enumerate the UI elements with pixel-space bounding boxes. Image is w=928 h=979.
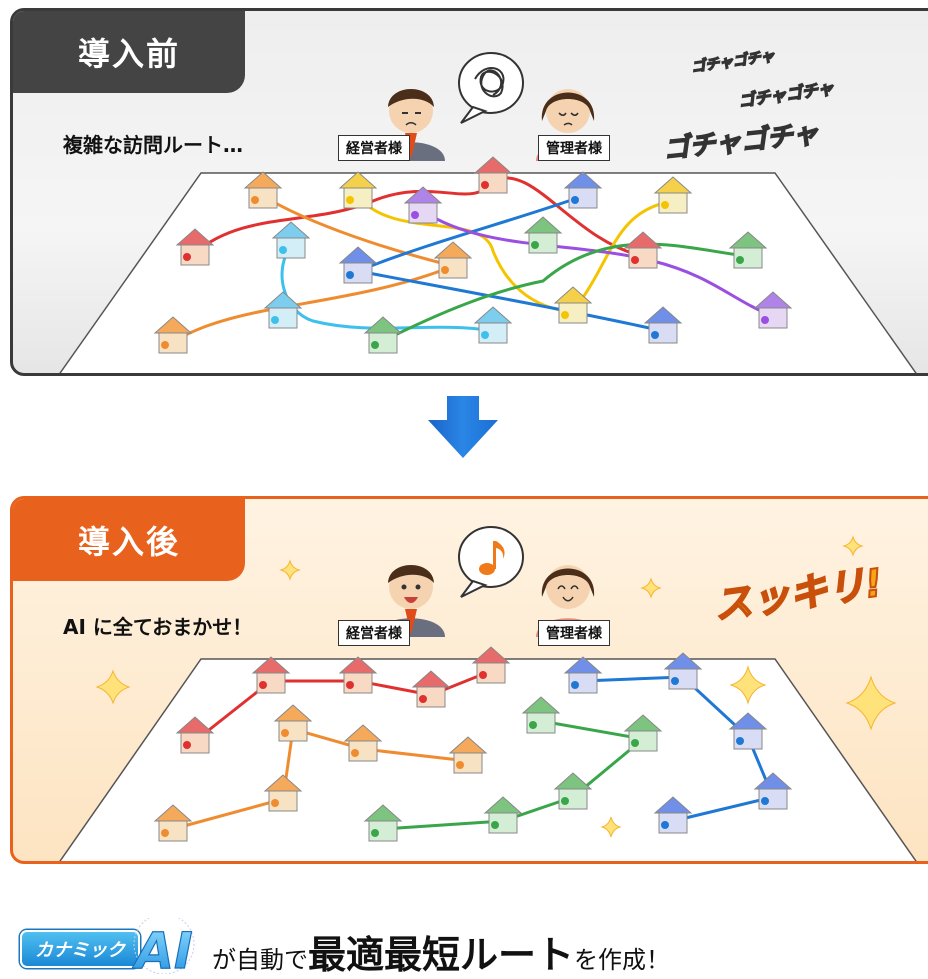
after-panel: 導入後 AI に全ておまかせ！ 経営者様 管理者様 スッキリ! [10,496,928,864]
house-icon [483,796,523,834]
house-icon [433,241,473,279]
sparkle-icon [842,535,864,557]
house-icon [243,171,283,209]
brand-ai-text: AI [131,922,192,974]
sparkle-icon [279,559,301,581]
house-icon [175,228,215,266]
after-tab: 導入後 [13,499,245,581]
house-icon [153,804,193,842]
house-icon [553,772,593,810]
sparkle-icons [95,535,897,838]
after-map [59,526,917,861]
admin-label: 管理者様 [538,135,610,161]
before-caption: 複雑な訪問ルート… [63,133,243,157]
house-icon [623,714,663,752]
house-icon [175,716,215,754]
tagline-pre: が自動で [212,946,308,974]
house-icon [653,796,693,834]
house-icon [653,176,693,214]
house-icon [563,171,603,209]
house-icon [363,316,403,354]
before-route-sky [280,244,495,333]
house-icon [643,306,683,344]
house-icon [563,656,603,694]
house-icon [338,246,378,284]
sparkle-icon [600,816,622,838]
after-houses [153,646,793,842]
speech-bubble [458,52,524,124]
house-icon [753,772,793,810]
house-icon [251,656,291,694]
admin-label: 管理者様 [538,620,610,646]
house-icon [553,286,593,324]
house-icon [263,774,303,812]
before-map [59,52,917,373]
sparkle-icon [640,577,662,599]
music-note-icon [479,541,505,575]
house-icon [623,231,663,269]
house-icon [523,216,563,254]
house-icon [448,736,488,774]
house-icon [363,804,403,842]
down-arrow-icon [428,396,498,458]
scribble-icon [474,67,505,98]
after-caption: AI に全ておまかせ！ [63,615,253,639]
tagline-highlight: 最適最短ルート [308,933,575,977]
tagline-post: を作成！ [574,946,671,974]
before-houses [153,156,793,354]
house-icon [473,156,513,194]
speech-bubble [458,526,524,598]
house-icon [273,704,313,742]
brand-badge: カナミック [20,930,140,968]
before-route-yellow [356,194,675,313]
before-tab: 導入前 [13,11,245,93]
before-route-red [193,176,645,258]
house-icon [338,171,378,209]
before-route-orange [171,194,458,343]
house-icon [338,656,378,694]
house-icon [473,306,513,344]
tagline: カナミック AI が自動で最適最短ルートを作成！ [12,918,928,977]
manager-label: 経営者様 [338,620,410,646]
tagline-text: が自動で最適最短ルートを作成！ [212,924,670,979]
house-icon [271,221,311,259]
house-icon [728,712,768,750]
sparkle-icon [845,675,897,731]
before-panel: 導入前 複雑な訪問ルート… 経営者様 管理者様 ゴチャゴチャ ゴチャゴチャ ゴチ… [10,8,928,376]
house-icon [663,652,703,690]
house-icon [411,670,451,708]
house-icon [728,231,768,269]
house-icon [521,696,561,734]
house-icon [471,646,511,684]
brand-ai-logo: AI [131,918,195,974]
sparkle-icon [729,665,767,705]
before-route-green [381,242,750,343]
house-icon [343,724,383,762]
house-icon [403,186,443,224]
sparkle-icon [95,669,131,705]
house-icon [753,291,793,329]
house-icon [263,291,303,329]
manager-label: 経営者様 [338,135,410,161]
house-icon [153,316,193,354]
